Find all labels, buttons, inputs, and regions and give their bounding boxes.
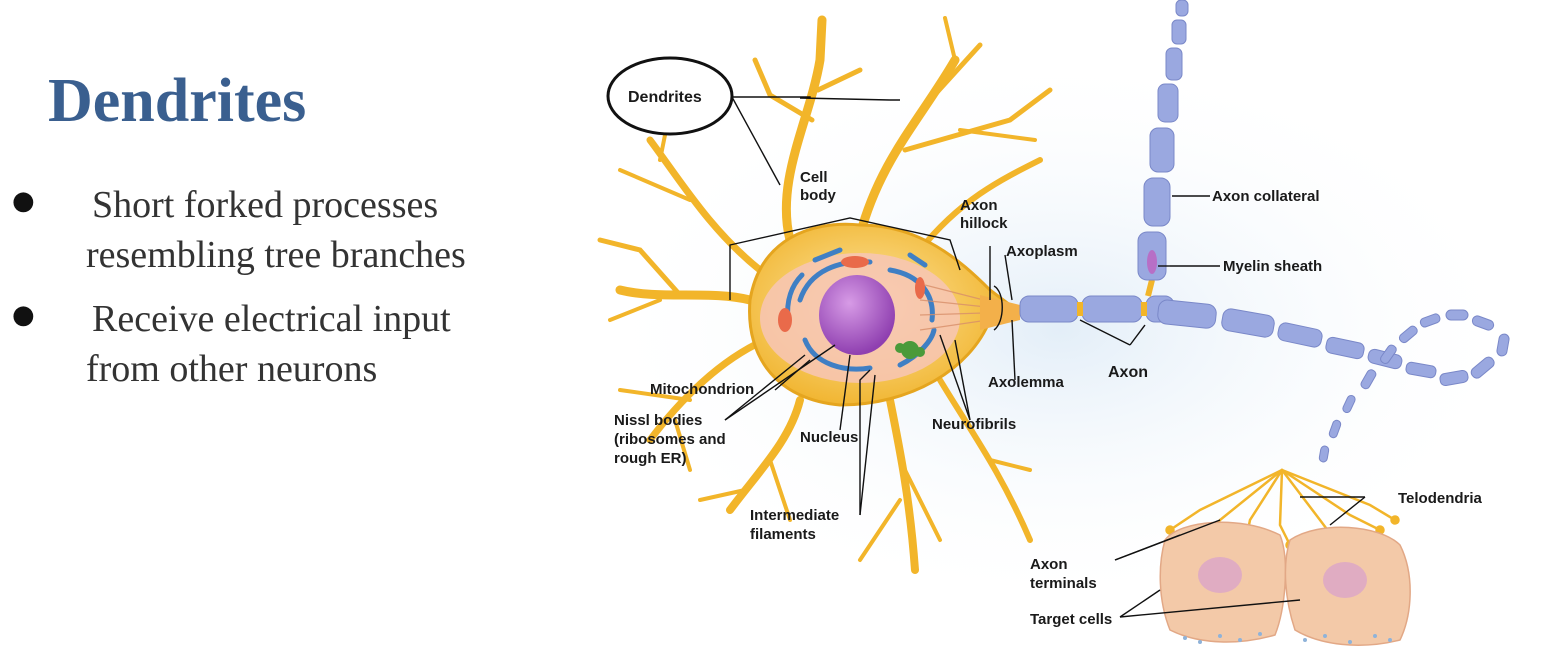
nodes-of-ranvier	[1077, 302, 1147, 316]
label-nissl-bodies: (ribosomes and	[614, 431, 726, 448]
slide-title: Dendrites	[48, 67, 307, 135]
label-nissl-bodies: Nissl bodies	[614, 412, 702, 429]
bullet-text-line: Receive electrical input	[92, 298, 451, 340]
dendrite-branches	[597, 15, 1053, 574]
label-axon-hillock: hillock	[960, 215, 1008, 232]
myelin-sheath-main	[1019, 295, 1510, 463]
label-axoplasm: Axoplasm	[1006, 243, 1078, 260]
label-axon-terminals: terminals	[1030, 575, 1097, 592]
bullet-text-line: Short forked processes	[92, 184, 439, 226]
label-axon-terminals: Axon	[1030, 556, 1068, 573]
synaptic-vesicles	[1183, 632, 1392, 644]
label-cell-body: Cell	[800, 169, 828, 186]
neuron-diagram: Dendrites Cell body Axon hillock Axoplas…	[590, 0, 1530, 646]
bullet-item: ● Receive electrical input from other ne…	[0, 294, 540, 394]
golgi-apparatus	[895, 341, 925, 359]
bullet-dot-icon: ●	[12, 186, 35, 216]
label-cell-body: body	[800, 187, 836, 204]
mitochondrion	[778, 308, 792, 332]
bullet-list: ● Short forked processes resembling tree…	[0, 180, 540, 408]
mitochondrion	[841, 256, 869, 268]
target-cell-nucleus	[1323, 562, 1367, 598]
bullet-dot-icon: ●	[12, 300, 35, 330]
axon-collateral-stem	[1145, 279, 1155, 297]
label-nucleus: Nucleus	[800, 429, 858, 446]
nucleus	[819, 275, 895, 355]
label-myelin-sheath: Myelin sheath	[1223, 258, 1322, 275]
label-intermediate-filaments: filaments	[750, 526, 816, 543]
label-intermediate-filaments: Intermediate	[750, 507, 839, 524]
leader-lines	[724, 96, 1366, 618]
mitochondrion	[915, 277, 925, 299]
axon-hillock	[980, 295, 1020, 330]
label-axolemma: Axolemma	[988, 374, 1065, 391]
label-telodendria: Telodendria	[1398, 490, 1483, 507]
bullet-item: ● Short forked processes resembling tree…	[0, 180, 540, 280]
schwann-nucleus	[1147, 250, 1157, 274]
label-mitochondrion: Mitochondrion	[650, 381, 754, 398]
label-target-cells: Target cells	[1030, 611, 1112, 628]
background-glow	[590, 50, 1530, 610]
target-cell-nucleus	[1198, 557, 1242, 593]
label-neurofibrils: Neurofibrils	[932, 416, 1016, 433]
label-dendrites: Dendrites	[628, 89, 702, 106]
bullet-text-line: resembling tree branches	[86, 234, 466, 276]
label-axon-collateral: Axon collateral	[1212, 188, 1320, 205]
label-axon: Axon	[1108, 364, 1148, 381]
label-nissl-bodies: rough ER)	[614, 450, 687, 467]
bullet-text-line: from other neurons	[86, 348, 378, 390]
label-axon-hillock: Axon	[960, 197, 998, 214]
dendrites-highlight-circle	[606, 56, 734, 136]
